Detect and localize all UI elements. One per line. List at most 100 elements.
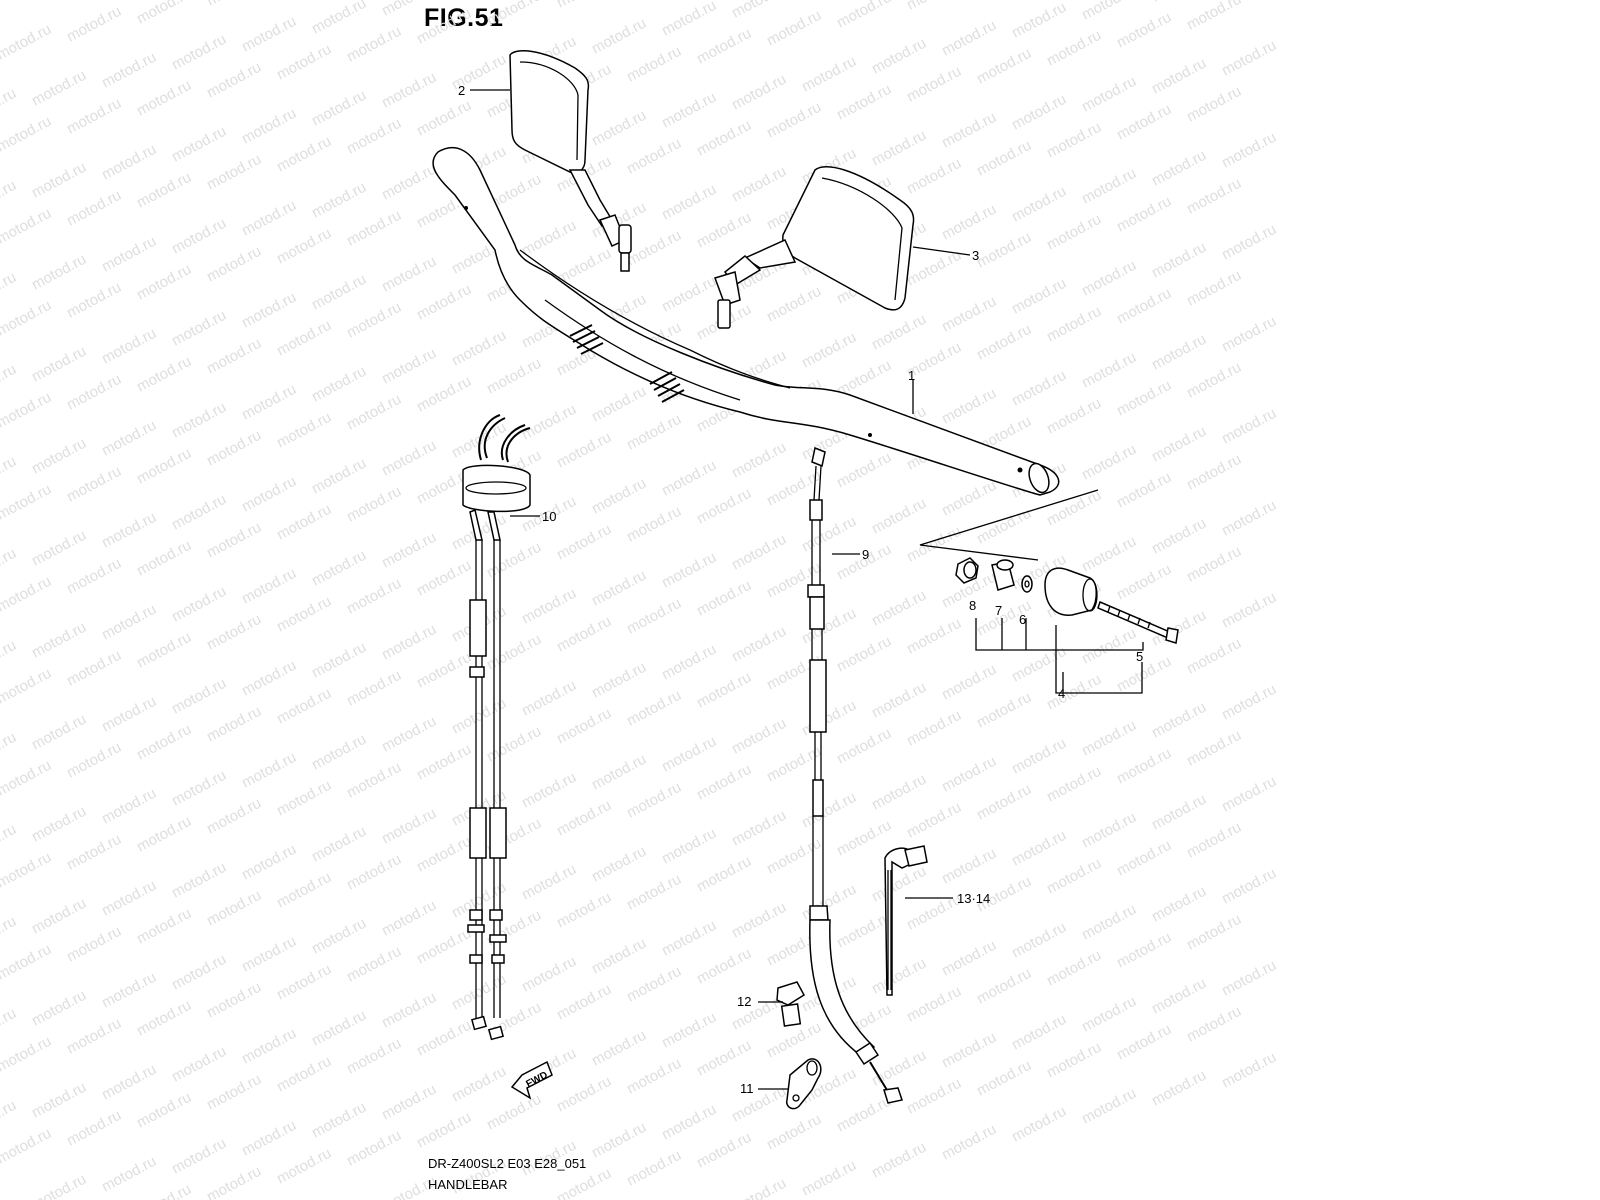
watermark-text: motod.ru	[694, 117, 754, 160]
watermark-text: motod.ru	[554, 981, 614, 1024]
mirror-left[interactable]	[509, 50, 632, 272]
watermark-text: motod.ru	[939, 661, 999, 704]
watermark-text: motod.ru	[379, 529, 439, 572]
watermark-text: motod.ru	[729, 715, 789, 758]
watermark-text: motod.ru	[29, 251, 89, 294]
watermark-text: motod.ru	[204, 979, 264, 1022]
watermark-text: motod.ru	[204, 59, 264, 102]
watermark-text: motod.ru	[64, 1015, 124, 1058]
watermark-text: motod.ru	[1219, 405, 1279, 448]
watermark-text: motod.ru	[344, 115, 404, 158]
watermark-text: motod.ru	[659, 89, 719, 132]
watermark-text: motod.ru	[29, 619, 89, 662]
bar-end-weight[interactable]	[1044, 567, 1098, 616]
callout-2: 2	[458, 83, 465, 98]
watermark-text: motod.ru	[834, 817, 894, 860]
watermark-text: motod.ru	[519, 585, 579, 628]
watermark-text: motod.ru	[1009, 1103, 1069, 1146]
watermark-text: motod.ru	[659, 1101, 719, 1144]
callout-1: 1	[908, 368, 915, 383]
watermark-text: motod.ru	[344, 1127, 404, 1170]
bar-end-washer[interactable]	[1021, 575, 1033, 593]
watermark-text: motod.ru	[134, 537, 194, 580]
watermark-text: motod.ru	[274, 133, 334, 176]
cable-tie[interactable]	[884, 845, 928, 996]
watermark-text: motod.ru	[134, 445, 194, 488]
watermark-text: motod.ru	[904, 799, 964, 842]
watermark-text: motod.ru	[239, 1025, 299, 1068]
watermark-text: motod.ru	[64, 187, 124, 230]
watermark-text: motod.ru	[484, 0, 544, 30]
watermark-text: motod.ru	[869, 127, 929, 170]
watermark-text: motod.ru	[1219, 1049, 1279, 1092]
handlebar[interactable]	[432, 147, 1060, 496]
watermark-text: motod.ru	[0, 573, 54, 616]
watermark-text: motod.ru	[484, 1091, 544, 1134]
watermark-text: motod.ru	[204, 1163, 264, 1200]
watermark-text: motod.ru	[29, 803, 89, 846]
watermark-text: motod.ru	[64, 739, 124, 782]
watermark-text: motod.ru	[414, 1017, 474, 1060]
watermark-text: motod.ru	[1149, 239, 1209, 282]
watermark-text: motod.ru	[869, 771, 929, 814]
watermark-text: motod.ru	[1044, 27, 1104, 70]
watermark-text: motod.ru	[1009, 183, 1069, 226]
watermark-text: motod.ru	[869, 35, 929, 78]
watermark-text: motod.ru	[799, 605, 859, 648]
watermark-text: motod.ru	[309, 1099, 369, 1142]
watermark-text: motod.ru	[29, 711, 89, 754]
bar-end-bolt[interactable]	[1097, 600, 1179, 644]
watermark-text: motod.ru	[904, 1075, 964, 1118]
watermark-text: motod.ru	[204, 1071, 264, 1114]
watermark-text: motod.ru	[1114, 1021, 1174, 1064]
watermark-text: motod.ru	[239, 841, 299, 884]
callout-12: 12	[737, 994, 751, 1009]
watermark-text: motod.ru	[1219, 497, 1279, 540]
watermark-text: motod.ru	[1044, 947, 1104, 990]
watermark-text: motod.ru	[0, 913, 19, 956]
watermark-text: motod.ru	[589, 751, 649, 794]
watermark-text: motod.ru	[134, 353, 194, 396]
watermark-text: motod.ru	[309, 0, 369, 38]
cable-clamp[interactable]	[786, 1058, 822, 1110]
throttle-cable-assembly[interactable]	[462, 414, 531, 1041]
watermark-text: motod.ru	[379, 345, 439, 388]
watermark-text: motod.ru	[624, 779, 684, 822]
watermark-text: motod.ru	[1149, 975, 1209, 1018]
watermark-text: motod.ru	[939, 201, 999, 244]
mirror-right[interactable]	[714, 166, 915, 329]
watermark-text: motod.ru	[1184, 635, 1244, 678]
clutch-cable[interactable]	[807, 446, 903, 1104]
watermark-text: motod.ru	[134, 629, 194, 672]
bar-end-nut[interactable]	[955, 557, 979, 584]
watermark-text: motod.ru	[1114, 9, 1174, 52]
watermark-text: motod.ru	[134, 905, 194, 948]
watermark-text: motod.ru	[659, 549, 719, 592]
bar-end-collar[interactable]	[991, 559, 1015, 591]
watermark-text: motod.ru	[1044, 211, 1104, 254]
watermark-text: motod.ru	[134, 77, 194, 120]
watermark-text: motod.ru	[0, 545, 19, 588]
watermark-text: motod.ru	[694, 1129, 754, 1172]
watermark-text: motod.ru	[1184, 267, 1244, 310]
watermark-text: motod.ru	[974, 965, 1034, 1008]
watermark-text: motod.ru	[834, 81, 894, 124]
watermark-text: motod.ru	[204, 335, 264, 378]
watermark-text: motod.ru	[0, 757, 54, 800]
callout-13-14: 13·14	[957, 891, 990, 906]
watermark-text: motod.ru	[1079, 0, 1139, 24]
watermark-text: motod.ru	[274, 225, 334, 268]
watermark-text: motod.ru	[169, 1043, 229, 1086]
watermark-text: motod.ru	[1114, 653, 1174, 696]
watermark-text: motod.ru	[519, 677, 579, 720]
watermark-text: motod.ru	[1044, 763, 1104, 806]
watermark-text: motod.ru	[0, 177, 19, 220]
watermark-text: motod.ru	[274, 961, 334, 1004]
section-name-caption: HANDLEBAR	[428, 1177, 508, 1192]
watermark-text: motod.ru	[624, 1147, 684, 1190]
bolt[interactable]	[776, 981, 805, 1027]
watermark-text: motod.ru	[764, 283, 824, 326]
callout-10: 10	[542, 509, 556, 524]
watermark-text: motod.ru	[939, 937, 999, 980]
watermark-text: motod.ru	[904, 63, 964, 106]
